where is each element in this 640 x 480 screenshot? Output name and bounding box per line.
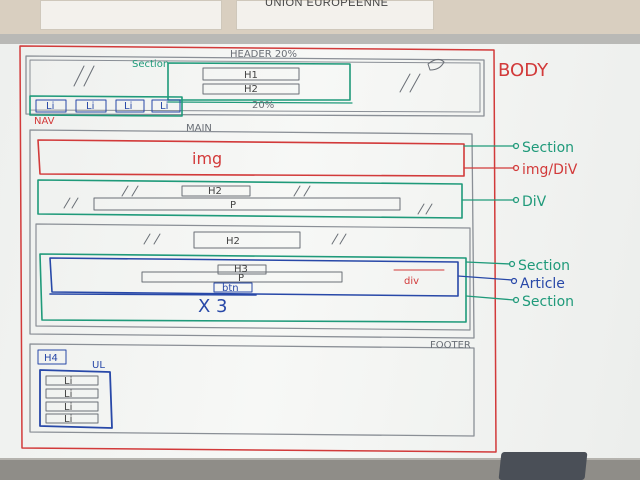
intro-p-label: P — [230, 200, 236, 211]
connector-dot-5 — [510, 277, 518, 285]
whiteboard — [0, 44, 640, 458]
poster-left — [40, 0, 222, 30]
nav-li-box-4 — [151, 99, 181, 113]
connector-dot-3 — [512, 196, 520, 204]
section2-h2-label: H2 — [226, 236, 240, 247]
article-repeat-label: X 3 — [198, 296, 228, 317]
section2-tick-1 — [143, 233, 161, 245]
connector-dot-2 — [512, 164, 520, 172]
footer-ul-label: UL — [92, 360, 105, 371]
nav-li-box-2 — [75, 99, 107, 113]
article-box — [49, 257, 459, 297]
header-section-label: Section — [132, 59, 169, 70]
header-pct-label: 20% — [252, 100, 274, 111]
marker-tray — [0, 458, 640, 480]
article-div-label: div — [404, 276, 419, 287]
footer-li-3: Li — [64, 402, 72, 413]
footer-label: FOOTER — [430, 340, 471, 351]
footer-li-box-3 — [45, 401, 99, 412]
body-box — [19, 45, 497, 453]
article-underline — [49, 293, 257, 296]
annotation-div: DiV — [522, 194, 547, 210]
img-label: img — [192, 149, 222, 168]
main-label: MAIN — [186, 123, 212, 134]
logo-doodle — [427, 58, 445, 71]
footer-ul-box — [39, 369, 113, 429]
header-section — [167, 62, 351, 101]
intro-p-box — [93, 197, 401, 211]
body-label: BODY — [498, 60, 549, 81]
header-label: HEADER 20% — [230, 49, 297, 60]
intro-tick-4 — [417, 203, 433, 215]
poster-text: UNION EUROPÉENNE — [265, 0, 389, 9]
connector-dot-1 — [512, 142, 520, 150]
nav-li-2: Li — [86, 101, 94, 112]
connector-dot-4 — [508, 260, 516, 268]
intro-h2-box — [181, 185, 251, 197]
nav-li-box-3 — [115, 99, 145, 113]
main-box — [29, 129, 475, 339]
header-underline — [167, 101, 353, 104]
nav-li-box-1 — [35, 99, 67, 113]
header-tick-right — [399, 73, 421, 93]
intro-tick-1 — [121, 185, 139, 197]
annotation-section-2: Section — [518, 258, 570, 274]
connector-article — [457, 275, 513, 281]
footer-li-box-2 — [45, 388, 99, 399]
footer-li-2: Li — [64, 389, 72, 400]
article-h3-box — [217, 264, 267, 275]
img-box — [37, 139, 465, 177]
annotation-img-div: img/DiV — [522, 162, 578, 178]
section2-tick-2 — [331, 233, 347, 245]
section2-h2-box — [193, 231, 301, 249]
annotation-section-1: Section — [522, 140, 574, 156]
nav-li-1: Li — [46, 101, 54, 112]
header-inner — [29, 59, 481, 113]
article-btn-label: btn — [222, 283, 239, 294]
connector-section-3 — [465, 295, 515, 301]
nav-label: NAV — [34, 116, 55, 127]
intro-div-box — [37, 179, 463, 219]
section2-box — [35, 223, 471, 331]
intro-tick-2 — [293, 185, 311, 197]
article-p-box — [141, 271, 343, 283]
header-h2-label: H2 — [244, 84, 258, 95]
annotation-article: Article — [520, 276, 565, 292]
footer-li-box-4 — [45, 413, 99, 424]
footer-li-4: Li — [64, 414, 72, 425]
intro-h2-label: H2 — [208, 186, 222, 197]
intro-tick-3 — [63, 197, 79, 209]
connector-section-2 — [465, 261, 511, 265]
header-h2-box — [202, 83, 300, 95]
footer-li-box-1 — [45, 375, 99, 386]
footer-li-1: Li — [64, 376, 72, 387]
footer-box — [29, 343, 475, 437]
header-h1-box — [202, 67, 300, 81]
nav-li-3: Li — [124, 101, 132, 112]
footer-h4-box — [37, 349, 67, 365]
inner-section-box — [39, 253, 467, 323]
connector-dot-6 — [512, 296, 520, 304]
nav-box — [29, 95, 183, 117]
header-h1-label: H1 — [244, 70, 258, 81]
poster-right: UNION EUROPÉENNE — [236, 0, 434, 30]
header-box — [25, 55, 485, 117]
article-btn-box — [213, 282, 253, 293]
article-h3-label: H3 — [234, 264, 248, 275]
article-p-label: P — [238, 273, 244, 284]
footer-h4-label: H4 — [44, 353, 58, 364]
header-tick-left — [73, 65, 95, 87]
annotation-section-3: Section — [522, 294, 574, 310]
nav-li-4: Li — [160, 101, 168, 112]
